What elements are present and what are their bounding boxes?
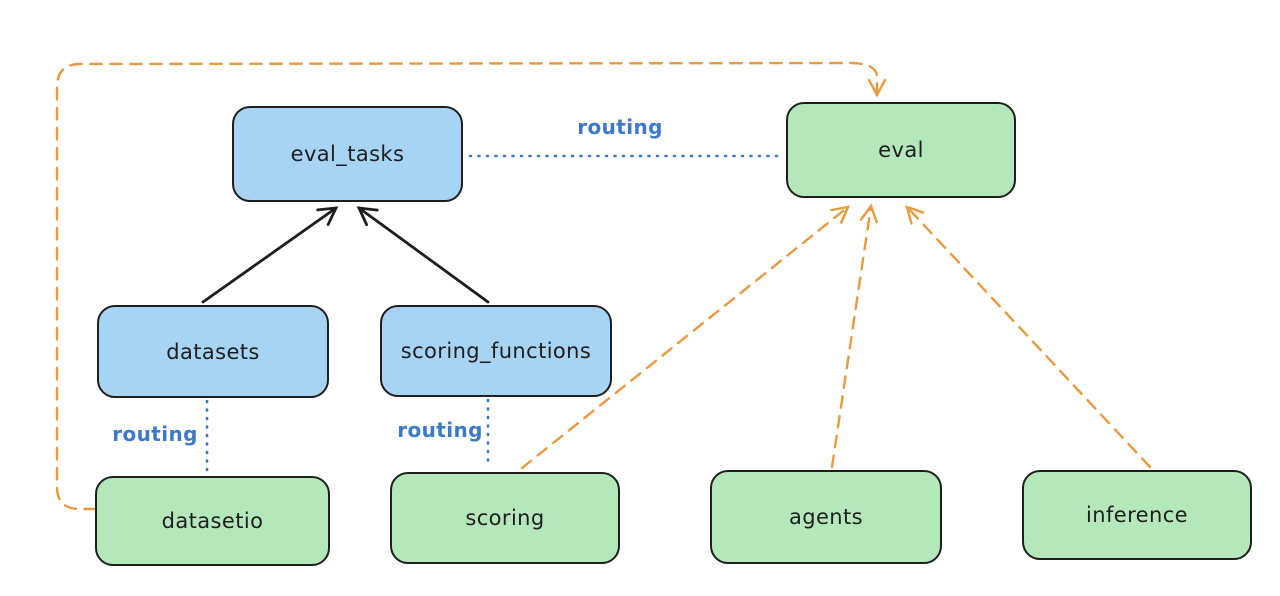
node-agents: agents (710, 470, 942, 564)
edge-agents-to-eval (830, 203, 878, 469)
node-eval-label: eval (878, 138, 924, 162)
node-agents-label: agents (788, 505, 863, 529)
node-datasetio-label: datasetio (161, 509, 264, 533)
node-datasets: datasets (97, 305, 329, 398)
node-eval-tasks: eval_tasks (232, 106, 463, 202)
node-eval-tasks-label: eval_tasks (290, 142, 405, 166)
node-scoring-functions: scoring_functions (380, 305, 612, 397)
edge-inference-to-eval (905, 205, 1152, 469)
node-scoring-label: scoring (465, 506, 545, 530)
edge-datasetio-to-eval (55, 61, 887, 511)
node-datasetio: datasetio (95, 476, 330, 566)
node-datasets-label: datasets (166, 339, 260, 364)
edge-scoring-functions-to-eval-tasks (356, 206, 490, 304)
edge-label-routing-eval-tasks-eval: routing (577, 115, 663, 139)
node-inference-label: inference (1086, 503, 1188, 527)
node-inference: inference (1022, 470, 1252, 560)
node-eval: eval (786, 102, 1016, 198)
edge-scoring-to-eval (520, 205, 850, 470)
edge-label-routing-datasets-datasetio: routing (112, 422, 198, 446)
node-scoring: scoring (390, 472, 620, 564)
edge-datasets-to-eval-tasks (201, 206, 339, 304)
node-scoring-functions-label: scoring_functions (400, 339, 592, 363)
edge-label-routing-scoring-functions-scoring: routing (397, 418, 483, 442)
